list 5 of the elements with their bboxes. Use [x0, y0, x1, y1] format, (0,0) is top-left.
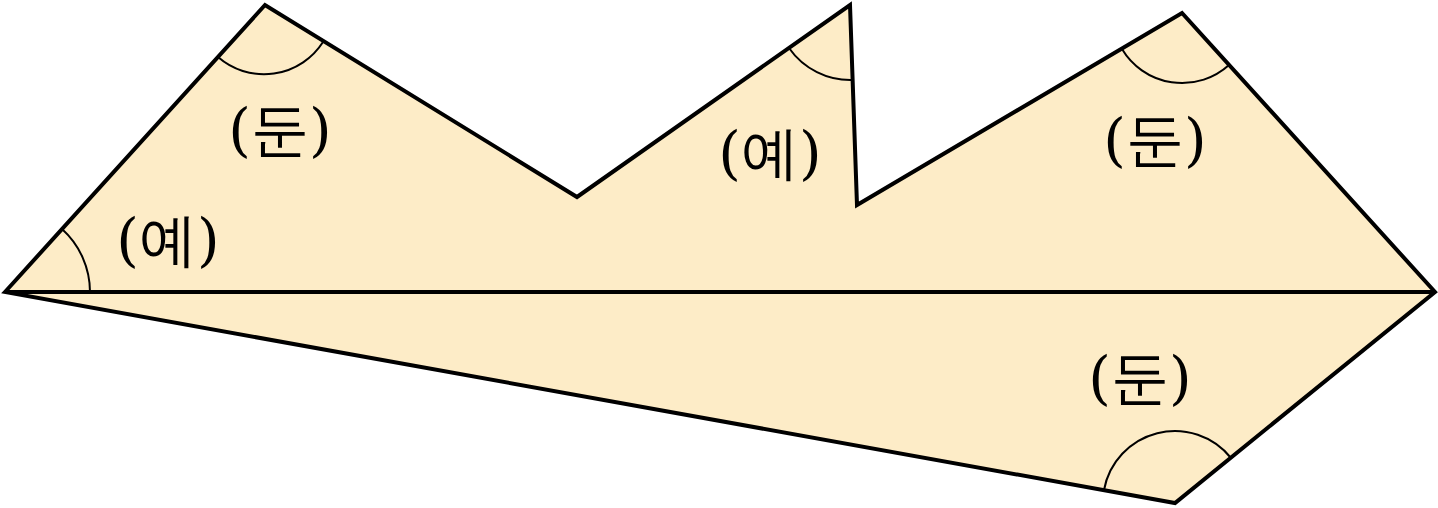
angle-label: (둔): [1103, 111, 1207, 169]
angle-label: (둔): [228, 101, 332, 159]
angle-label: (예): [116, 211, 220, 269]
angle-label: (둔): [1088, 349, 1192, 407]
angle-label: (예): [718, 124, 822, 182]
